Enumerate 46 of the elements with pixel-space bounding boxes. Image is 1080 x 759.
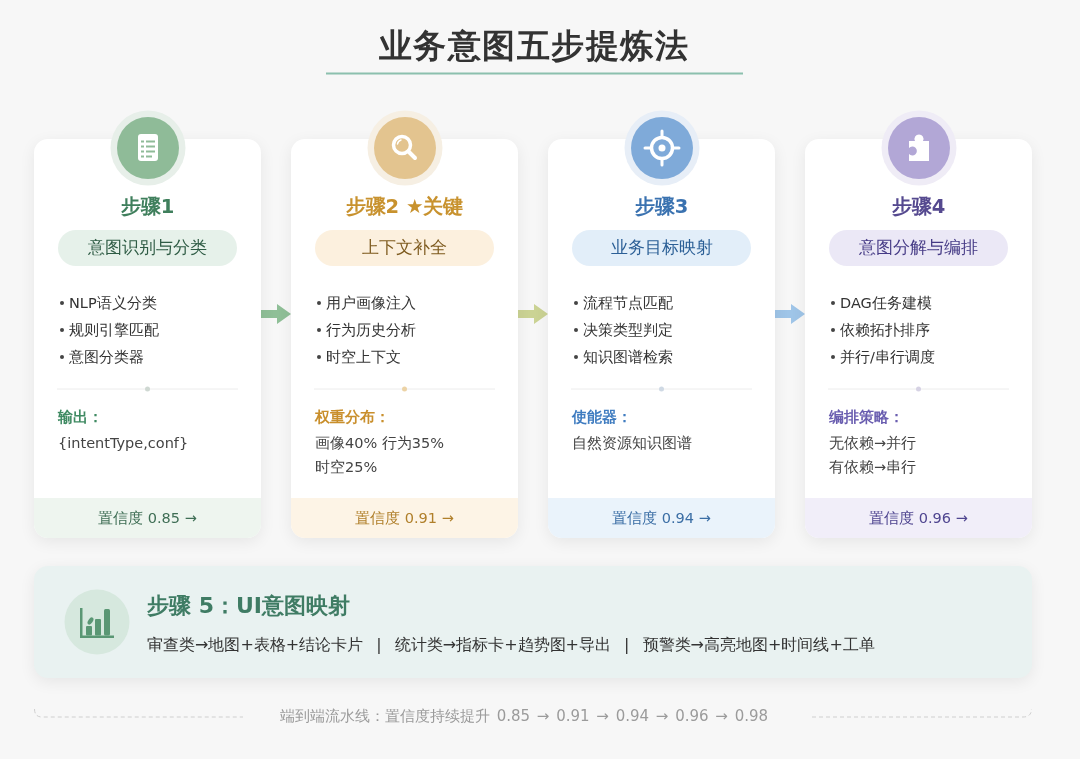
bullet-text: 并行/串行调度: [840, 348, 935, 367]
body-text: 有依赖→串行: [829, 458, 917, 477]
bullet-text: 流程节点匹配: [583, 294, 673, 313]
band-text: 审查类→地图+表格+结论卡片 | 统计类→指标卡+趋势图+导出 | 预警类→高亮地图+时间线+工单: [147, 634, 875, 656]
body-text: 时空25%: [315, 458, 378, 477]
title-pill: 业务目标映射: [572, 230, 751, 266]
step-heading: 步骤4: [891, 194, 946, 220]
step-card: [291, 139, 518, 538]
confidence-bar: 置信度 0.96 →: [805, 498, 1032, 538]
bullet-text: 用户画像注入: [326, 294, 416, 313]
body-text: 无依赖→并行: [829, 434, 917, 453]
section-label: 使能器：: [572, 408, 632, 427]
section-label: 权重分布：: [315, 408, 390, 427]
step-card: [805, 139, 1032, 538]
arrow: [775, 304, 805, 324]
step-card: [548, 139, 775, 538]
bullet-text: 知识图谱检索: [583, 348, 673, 367]
section-label: 输出：: [58, 408, 103, 427]
arrow: [518, 304, 548, 324]
step-heading: 步骤3: [634, 194, 689, 220]
footer-note: 端到端流水线：置信度持续提升 0.85 → 0.91 → 0.94 → 0.96 → 0.98: [279, 706, 769, 726]
section-label: 编排策略：: [829, 408, 904, 427]
step-heading: 步骤2 ★关键: [345, 194, 464, 220]
confidence-bar: 置信度 0.94 →: [548, 498, 775, 538]
confidence-bar: 置信度 0.91 →: [291, 498, 518, 538]
body-text: 自然资源知识图谱: [572, 434, 692, 453]
title-pill: 上下文补全: [315, 230, 494, 266]
bullet-text: 时空上下文: [326, 348, 401, 367]
title-pill: 意图识别与分类: [58, 230, 237, 266]
bullet-text: 依赖拓扑排序: [840, 321, 930, 340]
bullet-text: DAG任务建模: [840, 294, 932, 313]
bullet-text: 决策类型判定: [583, 321, 673, 340]
arrow: [261, 304, 291, 324]
body-text: {intentType,conf}: [58, 434, 189, 453]
bullet-text: 行为历史分析: [326, 321, 416, 340]
step-card: [34, 139, 261, 538]
step-band: [34, 566, 1032, 678]
step-heading: 步骤1: [120, 194, 175, 220]
confidence-bar: 置信度 0.85 →: [34, 498, 261, 538]
bullet-text: NLP语义分类: [69, 294, 157, 313]
body-text: 画像40% 行为35%: [315, 434, 445, 453]
title-pill: 意图分解与编排: [829, 230, 1008, 266]
bullet-text: 规则引擎匹配: [69, 321, 159, 340]
bullet-text: 意图分类器: [69, 348, 144, 367]
page-title: 业务意图五步提炼法: [378, 25, 690, 67]
band-heading: 步骤 5：UI意图映射: [147, 592, 351, 620]
